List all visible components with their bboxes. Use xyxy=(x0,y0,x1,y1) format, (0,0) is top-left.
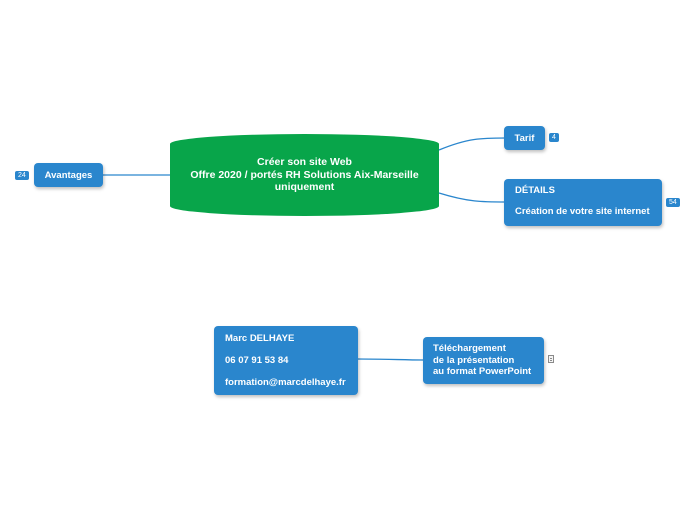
node-telechargement[interactable]: Téléchargement de la présentation au for… xyxy=(423,337,544,384)
count-badge-details[interactable]: 54 xyxy=(666,198,680,207)
node-details-text: Création de votre site internet xyxy=(515,206,650,217)
contact-name: Marc DELHAYE xyxy=(225,333,295,344)
node-avantages-label: Avantages xyxy=(44,169,93,181)
link-tarif xyxy=(438,137,507,151)
node-details[interactable]: DÉTAILS Création de votre site internet xyxy=(504,179,662,226)
central-topic[interactable]: Créer son site Web Offre 2020 / portés R… xyxy=(170,134,439,216)
node-details-title: DÉTAILS xyxy=(515,185,555,196)
node-contact[interactable]: Marc DELHAYE 06 07 91 53 84 formation@ma… xyxy=(214,326,358,395)
node-avantages[interactable]: Avantages xyxy=(34,163,103,187)
telechargement-line-3: au format PowerPoint xyxy=(433,366,532,377)
telechargement-line-2: de la présentation xyxy=(433,354,515,366)
central-topic-line-3: uniquement xyxy=(274,181,335,194)
count-badge-avantages[interactable]: 24 xyxy=(15,171,29,180)
node-tarif[interactable]: Tarif xyxy=(504,126,545,150)
node-tarif-label: Tarif xyxy=(514,132,535,144)
link-details xyxy=(438,192,507,203)
link-contact-telechargement xyxy=(356,358,425,361)
note-icon[interactable] xyxy=(548,355,554,363)
central-topic-line-2: Offre 2020 / portés RH Solutions Aix-Mar… xyxy=(190,168,419,181)
contact-phone: 06 07 91 53 84 xyxy=(225,355,289,366)
count-badge-tarif[interactable]: 4 xyxy=(549,133,559,142)
contact-email: formation@marcdelhaye.fr xyxy=(225,377,346,388)
central-topic-line-1: Créer son site Web xyxy=(257,156,352,169)
telechargement-line-1: Téléchargement xyxy=(433,343,506,354)
